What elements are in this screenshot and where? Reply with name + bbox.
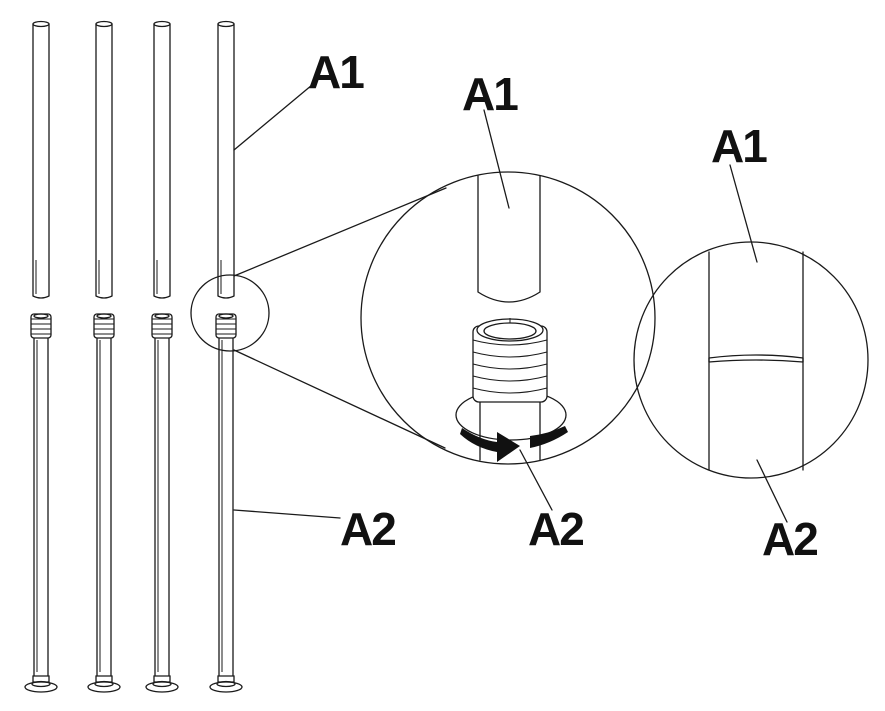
lower-tube-1 (24, 313, 58, 693)
zoom-line-top (233, 187, 447, 277)
leader-a1-zoom (483, 109, 510, 209)
label-a2-main: A2 (340, 503, 395, 555)
leader-a2-detail (756, 459, 788, 523)
leader-a2-main (233, 509, 341, 519)
label-a2-detail: A2 (762, 513, 817, 565)
upper-tubes (32, 20, 235, 299)
leader-a1-detail (729, 164, 758, 263)
lower-tube-4 (209, 313, 243, 693)
lower-tube-3 (145, 313, 179, 693)
lower-tubes (24, 313, 243, 693)
zoom-line-bottom (233, 349, 446, 449)
zoom-detail (360, 171, 656, 465)
leader-a2-zoom (519, 449, 553, 511)
clockwise-rotation-icon (460, 426, 568, 462)
flush-detail (633, 241, 869, 479)
label-a1-detail: A1 (711, 120, 767, 172)
label-a2-zoom: A2 (528, 503, 583, 555)
label-a1-main: A1 (308, 46, 364, 98)
upper-tube-1 (32, 20, 50, 299)
upper-tube-4 (217, 20, 235, 299)
label-a1-zoom: A1 (462, 68, 518, 120)
lower-tube-2 (87, 313, 121, 693)
upper-tube-2 (95, 20, 113, 299)
upper-tube-3 (153, 20, 171, 299)
leader-a1-main (233, 84, 313, 151)
joint-magnifier-circle (190, 274, 270, 352)
